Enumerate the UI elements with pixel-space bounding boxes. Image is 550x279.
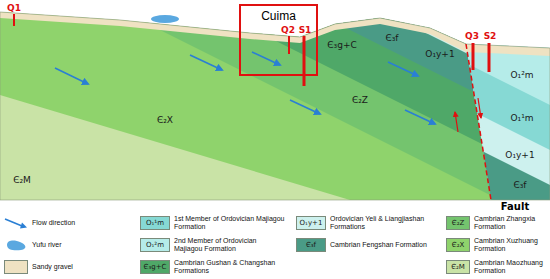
area-name: Cuima xyxy=(261,9,296,23)
flow-arrows xyxy=(55,52,435,124)
legend-text: Ordovician Yeli & Liangjiashan Formation… xyxy=(330,215,442,231)
legend-text: 1st Member of Ordovician Majiagou Format… xyxy=(174,215,286,231)
flow-arrow xyxy=(190,55,222,70)
section-outline xyxy=(0,12,550,200)
legend-arrow-head xyxy=(20,223,27,229)
fault-arrow xyxy=(478,98,481,118)
legend-symbol: O₁²m xyxy=(146,242,164,249)
legend-river xyxy=(4,238,30,252)
legend-symbol: O₁¹m xyxy=(146,220,164,227)
legend-text: Cambrian Fengshan Formation xyxy=(330,241,442,249)
well-label: Q1 xyxy=(7,4,21,13)
flow-arrow xyxy=(252,52,280,65)
well xyxy=(303,36,306,86)
legend-river-shape xyxy=(7,240,25,250)
flow-arrow xyxy=(290,100,320,114)
legend-text: Flow direction xyxy=(32,219,132,227)
well-label: Q2 xyxy=(281,26,295,35)
legend-text: Sandy gravel xyxy=(32,263,132,271)
flow-arrow xyxy=(405,110,435,124)
well xyxy=(288,36,290,54)
legend-text: Cambrian Xuzhuang Formation xyxy=(474,237,548,253)
river xyxy=(151,15,179,23)
formation-symbol: O₁y+1 xyxy=(425,50,454,59)
xuzhuang-layer xyxy=(0,0,550,260)
legend-text: Cambrian Zhangxia Formation xyxy=(474,215,548,231)
well-label: S2 xyxy=(484,32,497,41)
well-label: Q3 xyxy=(465,32,479,41)
formation-symbol: Є₃f xyxy=(385,34,398,43)
area-box: Cuima xyxy=(239,4,318,76)
fault-line xyxy=(466,44,491,200)
legend-symbol: Є₂M xyxy=(451,264,465,271)
left-block xyxy=(0,0,550,260)
legend-arrow-shaft xyxy=(5,219,22,226)
zhangxia-layer xyxy=(100,0,550,225)
legend-text: Cambrian Gushan & Changshan Formations xyxy=(174,259,286,275)
formation-symbol: Є₂Z xyxy=(352,96,368,105)
formation-symbol: Є₂M xyxy=(13,176,31,185)
legend-text: Cambrian Maozhuang Formation xyxy=(474,259,548,275)
well-label: S1 xyxy=(299,26,312,35)
formation-symbol: O₁¹m xyxy=(510,114,533,123)
well xyxy=(13,14,15,26)
fault-label: Fault xyxy=(501,202,529,212)
legend-symbol: Є₂X xyxy=(452,242,465,249)
legend-symbol: Є₃f xyxy=(306,242,316,249)
legend-text: 2nd Member of Ordovician Majiagou Format… xyxy=(174,237,286,253)
legend-text: Yufu river xyxy=(32,241,132,249)
legend-symbol: O₁y+1 xyxy=(300,220,323,227)
formation-symbol: Є₃f xyxy=(513,181,526,190)
formation-symbol: O₁²m xyxy=(510,71,533,80)
well xyxy=(488,43,491,72)
legend-symbol: Є₂Z xyxy=(452,220,465,227)
yeli-layer xyxy=(440,0,550,185)
majiagou-1-layer xyxy=(440,0,550,150)
right-block xyxy=(440,0,550,205)
well xyxy=(472,43,475,70)
flow-arrow xyxy=(55,68,88,84)
fengshan-layer xyxy=(440,0,550,205)
legend-swatch xyxy=(4,260,28,274)
legend-arrow xyxy=(4,216,30,230)
formation-symbol: Є₂X xyxy=(157,116,173,125)
formation-symbol: O₁y+1 xyxy=(505,151,534,160)
formation-symbol: Є₃g+C xyxy=(327,41,356,50)
flow-arrow xyxy=(388,62,418,76)
fault-arrow xyxy=(455,112,458,132)
legend-symbol: Є₃g+C xyxy=(144,264,167,271)
